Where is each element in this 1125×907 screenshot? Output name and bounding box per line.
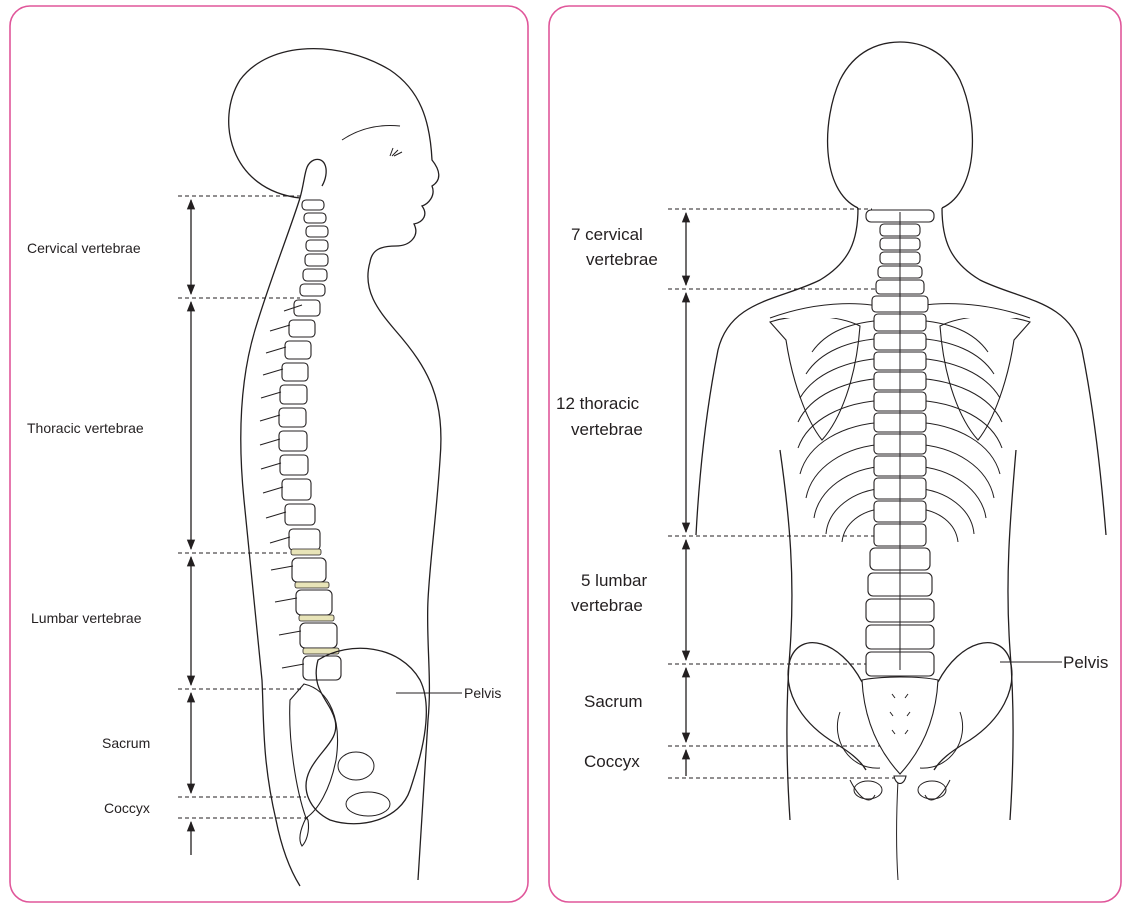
lateral-label-coccyx: Coccyx [104, 800, 150, 816]
posterior-label-coccyx: Coccyx [584, 752, 640, 771]
lateral-label-thoracic: Thoracic vertebrae [27, 420, 144, 436]
posterior-label-lumbar-line1: 5 lumbar [581, 571, 647, 590]
posterior-label-pelvis: Pelvis [1063, 653, 1108, 672]
lateral-label-lumbar: Lumbar vertebrae [31, 610, 142, 626]
posterior-label-cervical-line2: vertebrae [586, 250, 658, 269]
posterior-label-thoracic-line1: 12 thoracic [556, 394, 640, 413]
posterior-label-thoracic-line2: vertebrae [571, 420, 643, 439]
posterior-label-lumbar-line2: vertebrae [571, 596, 643, 615]
posterior-label-sacrum: Sacrum [584, 692, 643, 711]
lateral-label-cervical: Cervical vertebrae [27, 240, 141, 256]
posterior-label-cervical-line1: 7 cervical [571, 225, 643, 244]
lateral-label-sacrum: Sacrum [102, 735, 150, 751]
lateral-view-frame [10, 6, 528, 902]
lateral-label-pelvis: Pelvis [464, 685, 501, 701]
